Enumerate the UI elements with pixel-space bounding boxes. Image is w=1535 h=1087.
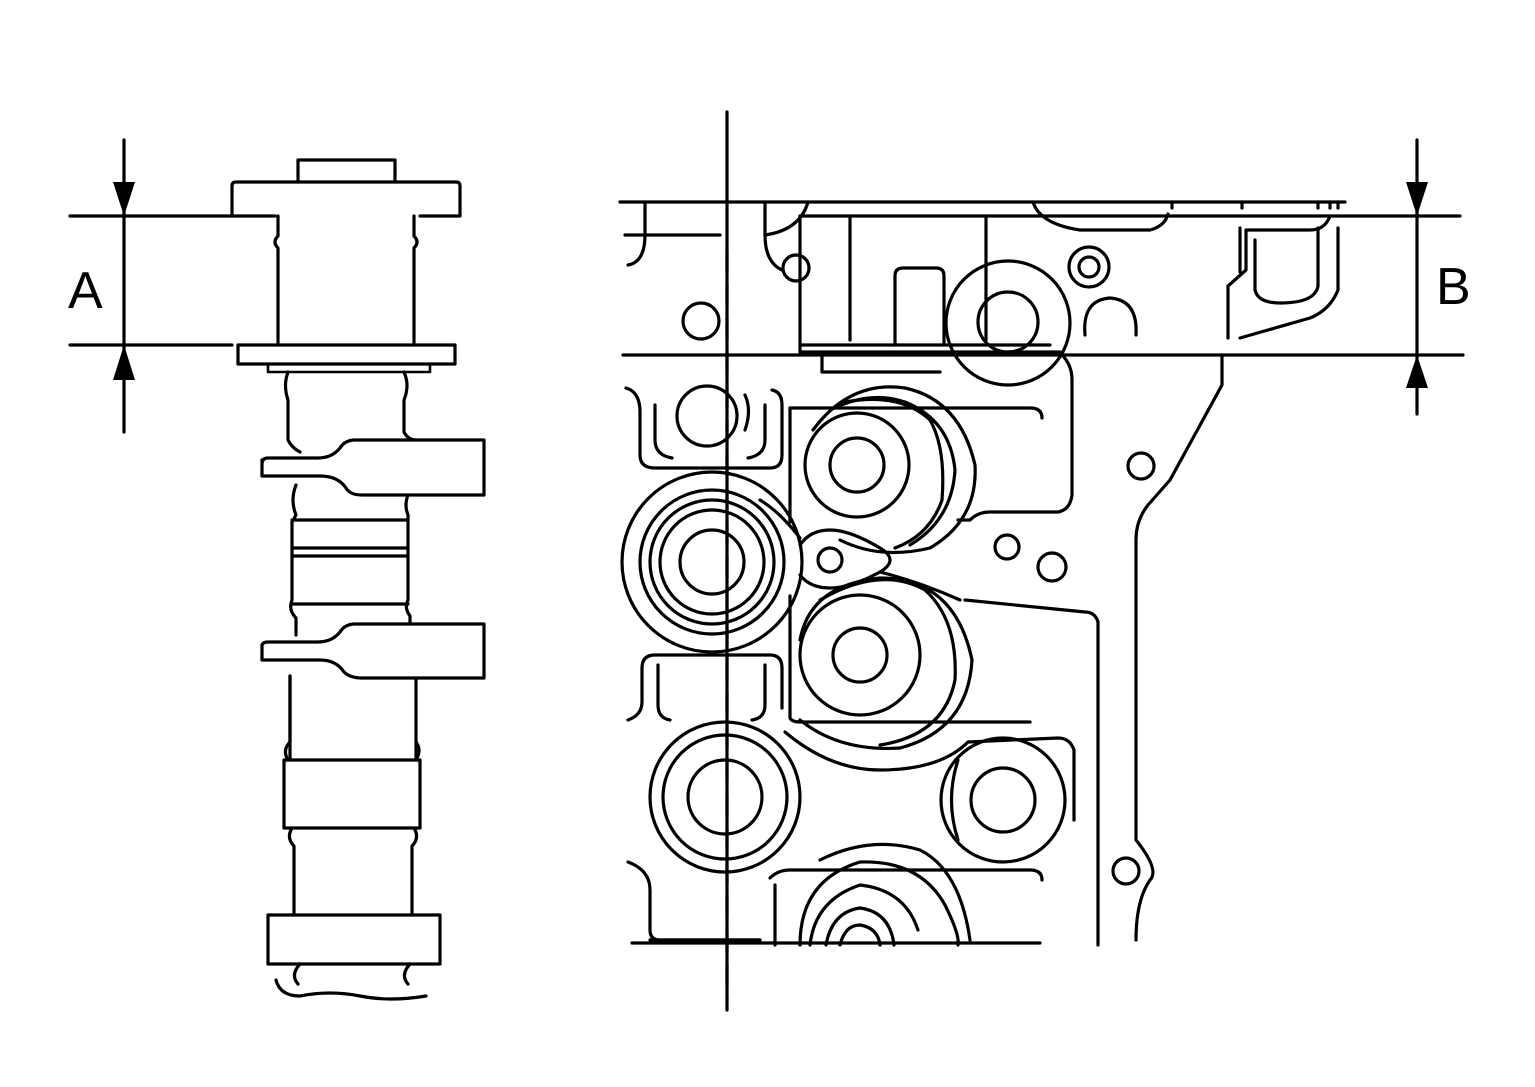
dimension-b: B [1406,138,1471,416]
arrow-up-icon [113,345,135,380]
arrow-down-icon [1406,182,1428,216]
dimension-a: A [68,138,234,434]
dimension-a-label: A [68,262,103,320]
arrow-down-icon [113,182,135,216]
camshaft [230,158,486,1001]
dimension-b-label: B [1436,258,1471,316]
cylinder-head [618,110,1465,1012]
arrow-up-icon [1406,355,1428,388]
